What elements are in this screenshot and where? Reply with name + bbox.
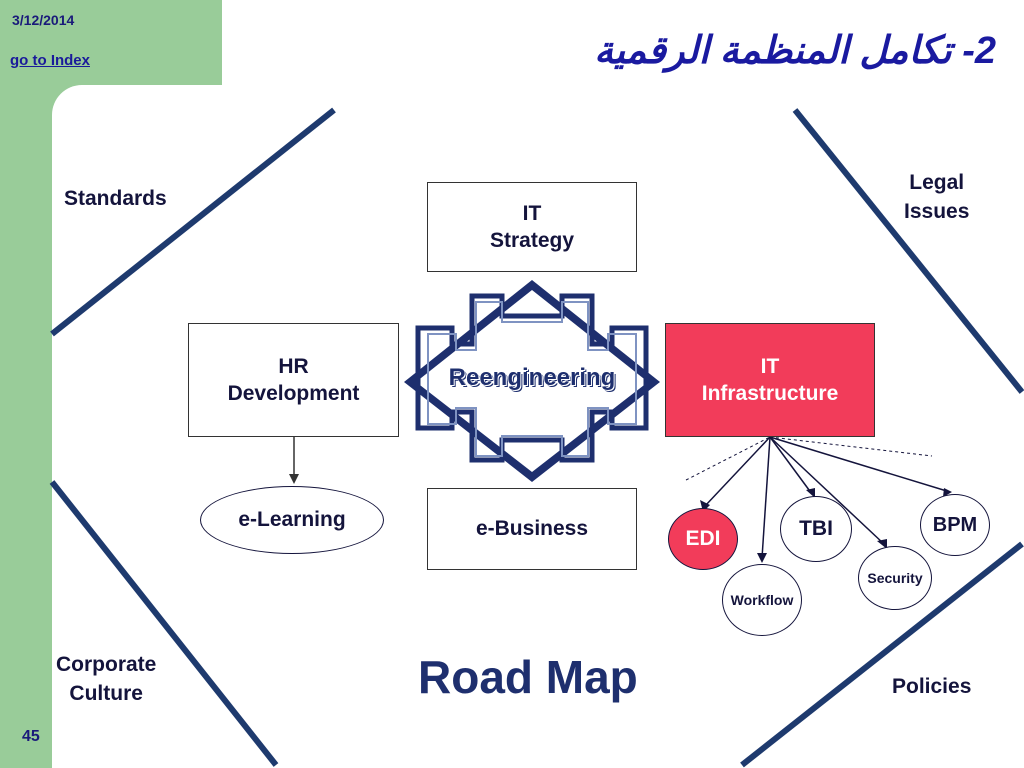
dashed-left [685, 436, 771, 481]
it-infrastructure-box: IT Infrastructure [665, 323, 875, 437]
road-map-caption: Road Map [418, 651, 638, 703]
hr-development-box: HR Development [188, 323, 399, 437]
policies-label: Policies [892, 675, 972, 698]
page-number: 45 [22, 728, 40, 745]
reengineering-label: Reengineering [448, 364, 616, 391]
it-strategy-box: IT Strategy [427, 182, 637, 272]
tbi-ellipse: TBI [780, 496, 852, 562]
corporate-culture-label: Corporate Culture [56, 653, 157, 706]
diagonal-bottom-right [740, 541, 1024, 768]
diagonal-top-left [50, 107, 336, 337]
arrow-to-security [769, 436, 885, 545]
dashed-right [769, 436, 933, 457]
slide-title: 2- تكامل المنظمة الرقمية [594, 30, 996, 72]
workflow-ellipse: Workflow [722, 564, 802, 636]
arrow-to-workflow [761, 436, 771, 559]
standards-label: Standards [64, 187, 167, 210]
legal-issues-label: Legal Issues [904, 171, 970, 224]
diagonal-top-right [792, 108, 1024, 394]
sidebar-left-band [0, 0, 52, 768]
diagonal-bottom-left [49, 480, 279, 767]
edi-ellipse: EDI [668, 508, 738, 570]
e-learning-ellipse: e-Learning [200, 486, 384, 554]
arrow-to-edi [704, 436, 771, 507]
go-to-index-link[interactable]: go to Index [10, 52, 90, 69]
reengineering-star-shape [404, 280, 660, 482]
sidebar-corner [52, 85, 82, 115]
e-business-box: e-Business [427, 488, 637, 570]
arrow-to-tbi [769, 436, 813, 495]
security-ellipse: Security [858, 546, 932, 610]
bpm-ellipse: BPM [920, 494, 990, 556]
arrow-to-bpm [769, 436, 951, 493]
slide-date: 3/12/2014 [12, 12, 75, 28]
